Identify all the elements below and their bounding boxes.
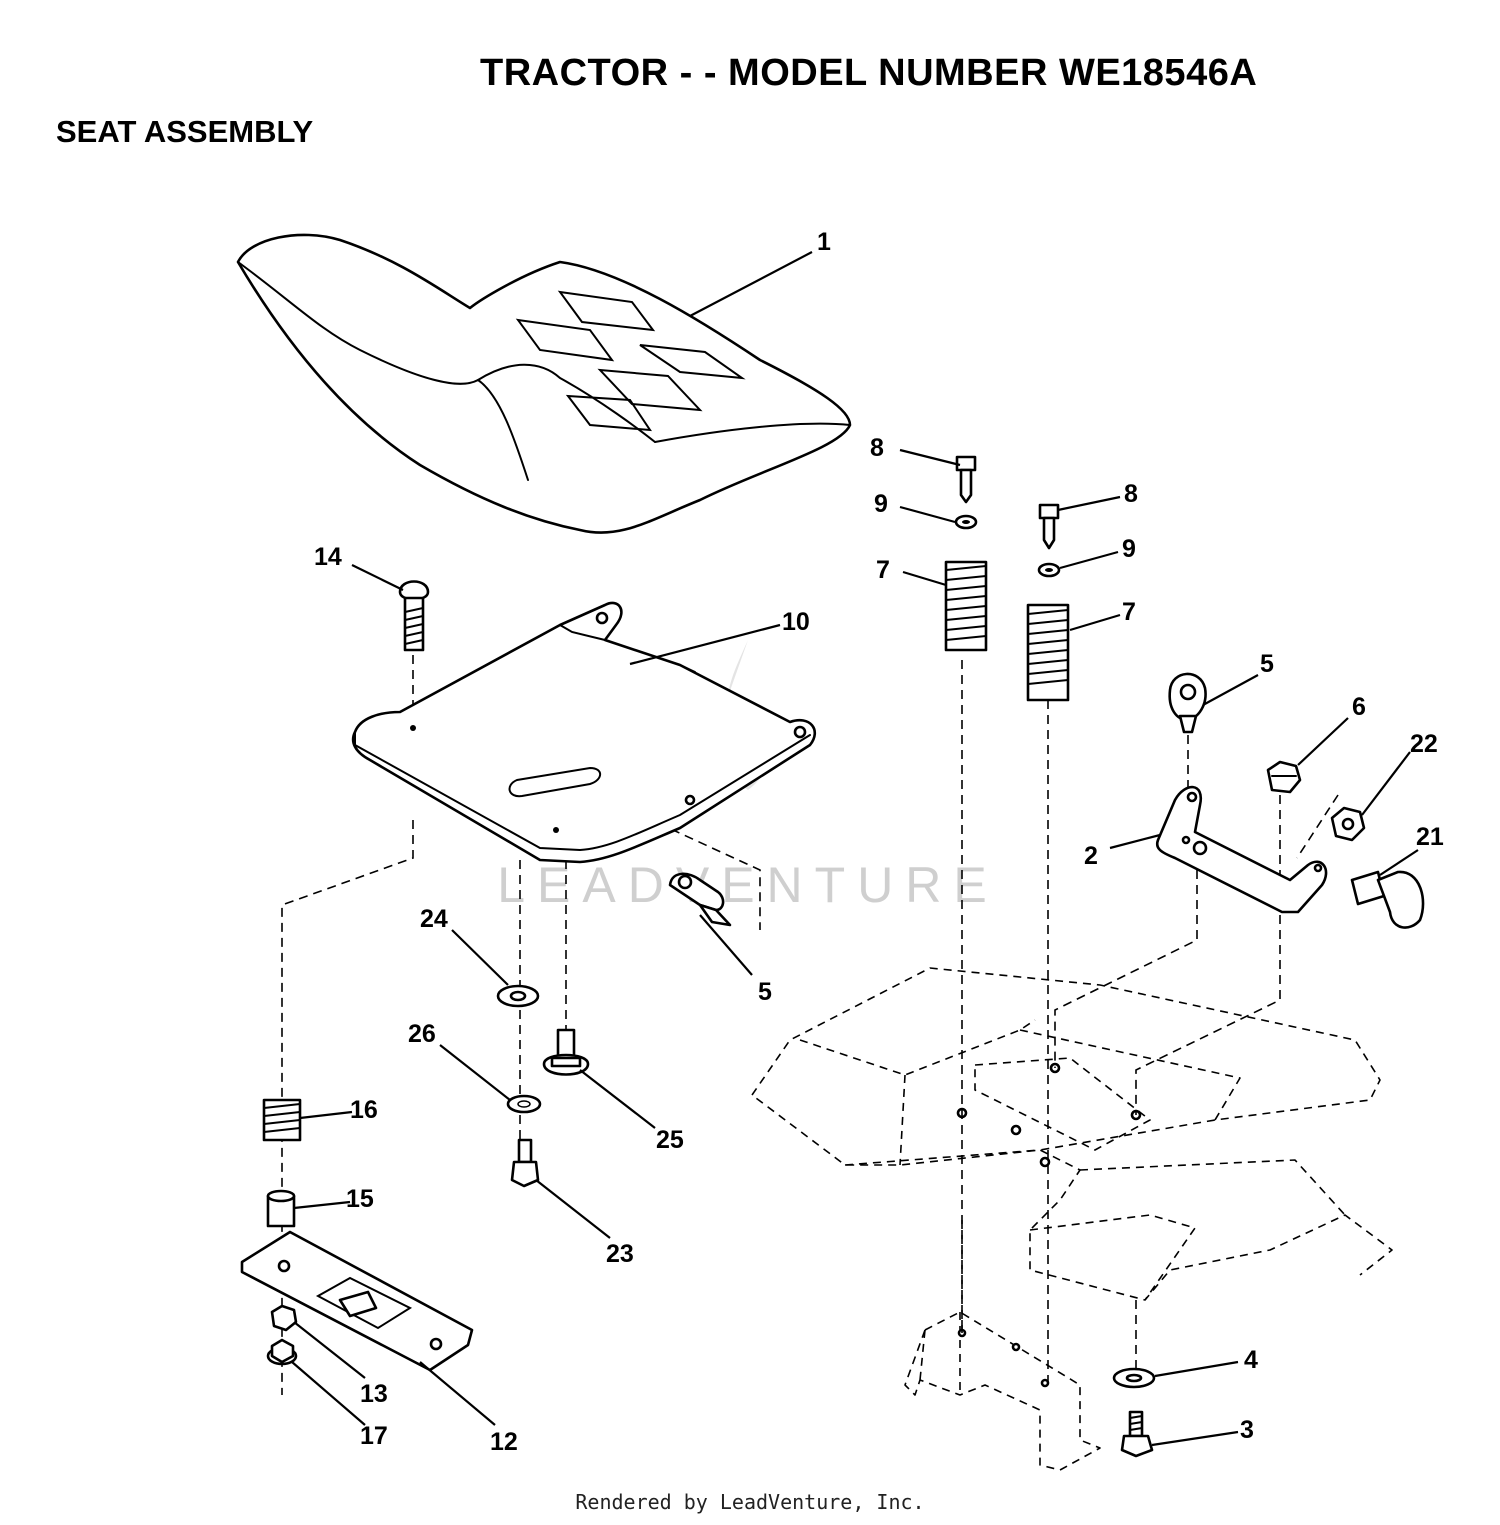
callout-7-right: 7 (1122, 598, 1136, 626)
lock-nut-part (1330, 806, 1366, 842)
switch-bracket-part (1155, 785, 1328, 914)
callout-21: 21 (1416, 823, 1444, 851)
flat-washer-24-part (496, 984, 540, 1008)
seat-part (236, 233, 852, 534)
pivot-plate-12-part (240, 1230, 474, 1372)
hex-bolt-3-part (1120, 1410, 1154, 1458)
bolt-washer-spring-right (1026, 503, 1070, 702)
callout-1: 1 (817, 228, 831, 256)
callout-3: 3 (1240, 1416, 1254, 1444)
callout-10: 10 (782, 608, 810, 636)
callout-7-left: 7 (876, 556, 890, 584)
callout-13: 13 (360, 1380, 388, 1408)
nut-13-part (270, 1304, 298, 1332)
spacer-15-part (266, 1189, 296, 1228)
flange-nut-17-part (266, 1338, 298, 1366)
flange-bolt-25-part (542, 1028, 590, 1076)
callout-6: 6 (1352, 693, 1366, 721)
carriage-bolt-part (398, 580, 430, 652)
cable-clip-left-part (668, 872, 732, 927)
callout-5-right: 5 (1260, 650, 1274, 678)
callout-17: 17 (360, 1422, 388, 1450)
shoulder-bolt-part (1350, 870, 1425, 929)
tractor-frame-outline (751, 967, 1393, 1471)
cable-clip-right-part (1168, 672, 1207, 734)
seat-pan-part (351, 601, 817, 864)
hex-bolt-23-part (510, 1138, 540, 1188)
callout-12: 12 (490, 1428, 518, 1456)
section-title: SEAT ASSEMBLY (56, 114, 314, 149)
callout-24: 24 (420, 905, 448, 933)
callout-8-right: 8 (1124, 480, 1138, 508)
compression-spring-16-part (262, 1098, 302, 1142)
callout-4: 4 (1244, 1346, 1258, 1374)
callout-23: 23 (606, 1240, 634, 1268)
callout-16: 16 (350, 1096, 378, 1124)
watermark-text: LEADVENTURE (497, 857, 999, 913)
page-title: TRACTOR - - MODEL NUMBER WE18546A (480, 52, 1258, 94)
lock-washer-26-part (506, 1094, 542, 1114)
callout-22: 22 (1410, 730, 1438, 758)
callout-25: 25 (656, 1126, 684, 1154)
callout-9-right: 9 (1122, 535, 1136, 563)
washer-4-part (1112, 1367, 1156, 1389)
footer-credit: Rendered by LeadVenture, Inc. (575, 1490, 925, 1514)
callout-2: 2 (1084, 842, 1098, 870)
callout-leader-lines (291, 251, 1419, 1447)
callout-14: 14 (314, 543, 342, 571)
callout-26: 26 (408, 1020, 436, 1048)
callout-5-left: 5 (758, 978, 772, 1006)
callout-15: 15 (346, 1185, 374, 1213)
callout-9-left: 9 (874, 490, 888, 518)
callout-labels: 1 2 3 4 5 5 6 7 7 8 8 9 9 10 12 13 14 15… (314, 228, 1444, 1456)
callout-8-left: 8 (870, 434, 884, 462)
bolt-washer-spring-left (944, 455, 988, 652)
